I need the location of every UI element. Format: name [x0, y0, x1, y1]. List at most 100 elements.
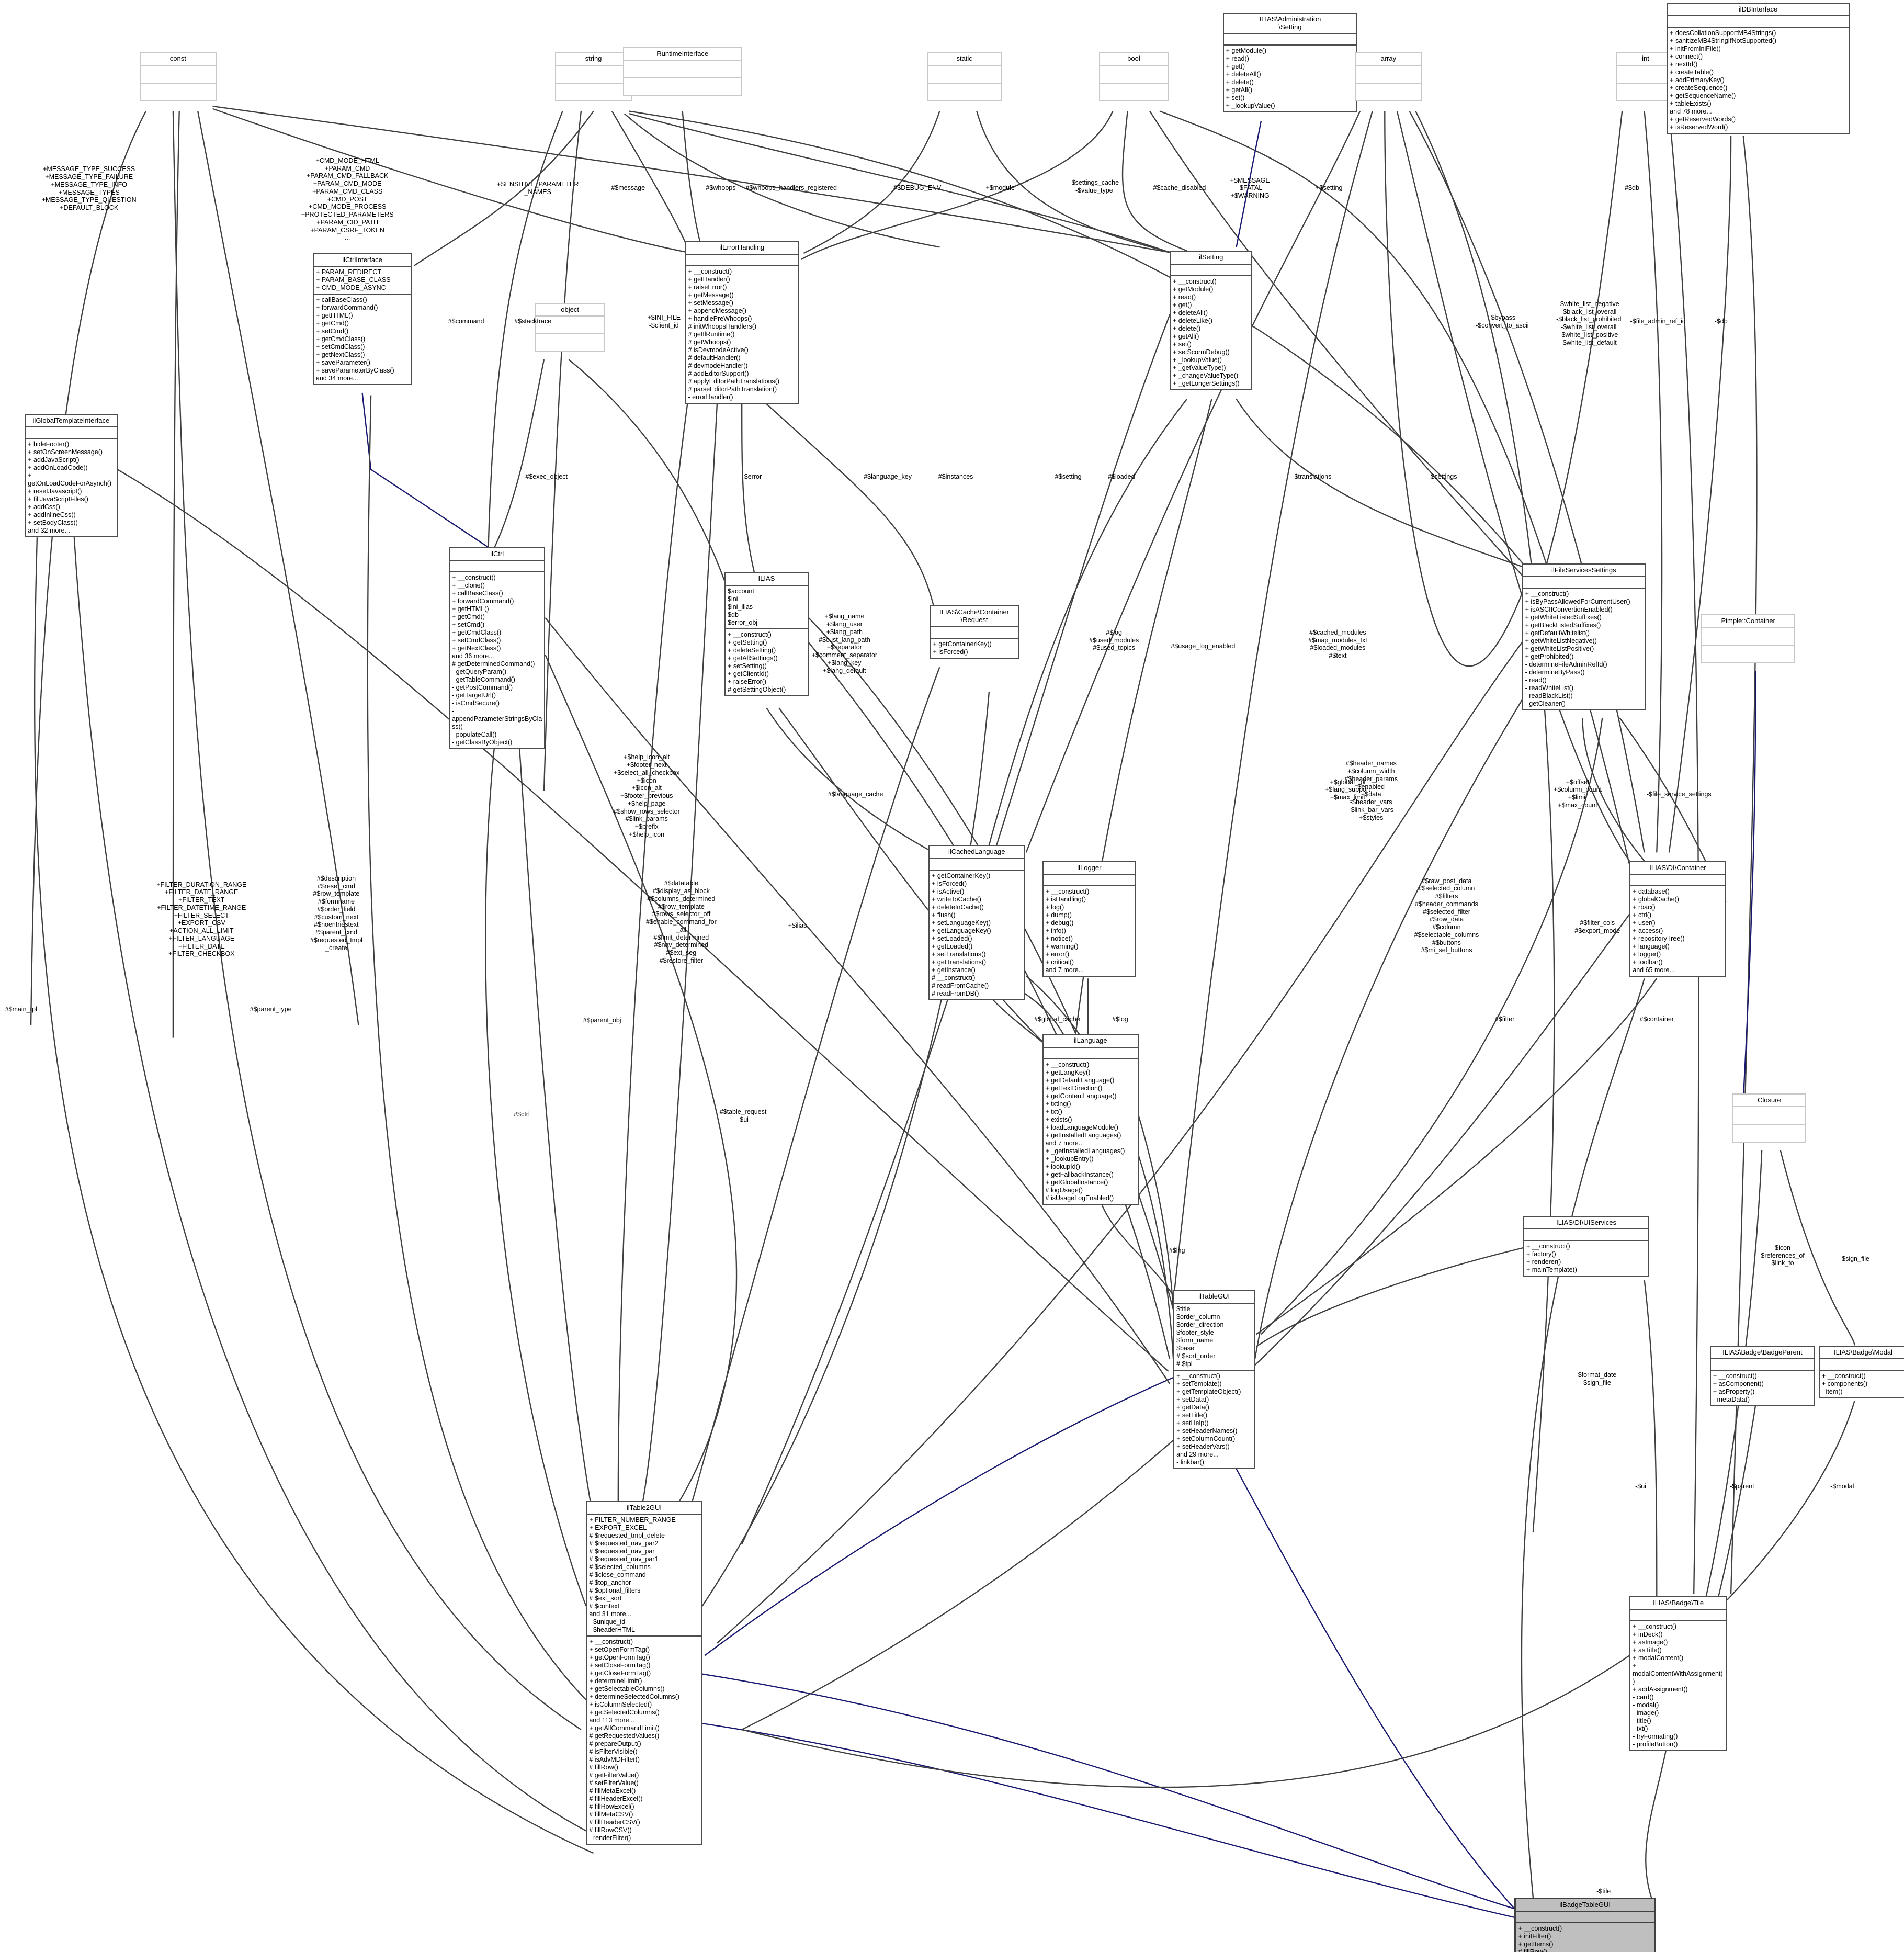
edge-label-lbl-language-cache: #$language_cache: [828, 791, 883, 798]
class-title: ilLanguage: [1043, 1035, 1138, 1048]
class-attributes: [1523, 577, 1645, 589]
class-node-int[interactable]: int: [1616, 52, 1675, 101]
class-node-ilglobaltemplateinterface[interactable]: ilGlobalTemplateInterface+ hideFooter()+…: [25, 414, 118, 538]
operation-line: + getCmdClass(): [316, 335, 366, 343]
class-operations: + __construct()+ getModule()+ read()+ ge…: [1171, 276, 1251, 389]
operation-line: - profileButton(): [1633, 1741, 1678, 1748]
operation-line: + txt(): [1045, 1108, 1062, 1115]
class-node-illanguage[interactable]: ilLanguage+ __construct()+ getLangKey()+…: [1042, 1034, 1139, 1205]
operation-line: + setSetting(): [728, 662, 767, 670]
operation-line: - getClassByObject(): [452, 739, 513, 747]
operation-line: - image(): [1633, 1709, 1659, 1717]
class-node-runtimeinterface[interactable]: RuntimeInterface: [623, 47, 742, 97]
edge-label-lbl-setting: +$setting: [1316, 184, 1343, 191]
class-node-bool[interactable]: bool: [1099, 52, 1169, 101]
class-node-ilias_cache_request[interactable]: ILIAS\Cache\Container\Request+ getContai…: [930, 605, 1019, 659]
edge-label-lbl-whoops: #$whoops: [706, 184, 736, 191]
operation-line: + getAllSettings(): [728, 654, 778, 662]
operation-line: and 65 more...: [1633, 966, 1675, 974]
class-node-ilias_badge_badgeparent[interactable]: ILIAS\Badge\BadgeParent + __construct()+ …: [1709, 1345, 1815, 1406]
operation-line: + critical(): [1045, 958, 1074, 966]
class-node-ilfileservicessettings[interactable]: ilFileServicesSettings+ __construct()+ i…: [1522, 563, 1646, 711]
edge-label-lbl-whitelist: -$white_list_negative -$black_list_overa…: [1556, 300, 1622, 346]
class-operations: + __construct()+ initFilter()+ getItems(…: [1516, 1923, 1653, 1952]
operation-line: + setTranslations(): [932, 950, 986, 958]
operation-line: + getReservedWords(): [1670, 116, 1736, 123]
class-node-ilias_di_container[interactable]: ILIAS\DI\Container+ database()+ globalCa…: [1629, 861, 1726, 977]
edge-label-lbl-whoops-handlers: #$whoops_handlers_registered: [745, 184, 837, 191]
operation-line: - getTargetUrl(): [452, 692, 496, 699]
operation-line: - isCmdSecure(): [452, 699, 500, 707]
class-node-ilias_badge_modal[interactable]: ILIAS\Badge\Modal+ __construct()+ compon…: [1818, 1345, 1904, 1398]
class-node-ilerrorhandling[interactable]: ilErrorHandling+ __construct()+ getHandl…: [685, 241, 799, 404]
class-node-ilias_badge_tile[interactable]: ILIAS\Badge\Tile+ __construct()+ inDeck(…: [1629, 1596, 1727, 1752]
class-operations: + __construct()+ setTemplate()+ getTempl…: [1174, 1371, 1254, 1468]
class-node-ilctrlinterface[interactable]: ilCtrlInterface+ PARAM_REDIRECT+ PARAM_B…: [313, 253, 412, 386]
attribute-line: $db: [728, 611, 739, 618]
class-node-ilbadgetablegui[interactable]: ilBadgeTableGUI + __construct()+ initFilt…: [1514, 1898, 1656, 1952]
edge-label-lbl-parent: -$parent: [1730, 1482, 1754, 1490]
operation-line: + globalCache(): [1633, 896, 1679, 904]
edge-label-lbl-filter-consts: +FILTER_DURATION_RANGE +FILTER_DATE_RANG…: [156, 881, 247, 958]
class-operations: + database()+ globalCache()+ rbac()+ ctr…: [1630, 886, 1725, 976]
class-title: ILIAS\Badge\BadgeParent: [1710, 1347, 1814, 1359]
class-node-object[interactable]: object: [535, 302, 605, 352]
operation-line: + getWhiteListedSuffixes(): [1525, 614, 1602, 622]
class-attributes: [1819, 1359, 1904, 1371]
operation-line: + getSetting(): [728, 638, 767, 646]
class-node-ilias[interactable]: ILIAS$account$ini$ini_ilias$db$error_obj…: [724, 572, 809, 696]
operation-line: - tryFormating(): [1633, 1733, 1678, 1741]
operation-line: + error(): [1045, 951, 1070, 958]
class-operations: + __construct()+ asComponent()+ asProper…: [1711, 1371, 1814, 1405]
operation-line: + getAllCommandLimit(): [589, 1724, 660, 1732]
class-node-iltablegui[interactable]: ilTableGUI$title$order_column$order_dire…: [1173, 1290, 1255, 1469]
class-operations: + __construct()+ isHandling()+ log()+ du…: [1044, 886, 1136, 976]
edge-label-lbl-ini-file: +$INI_FILE -$client_id: [647, 313, 681, 329]
operation-line: + setLanguageKey(): [932, 919, 991, 927]
class-node-string[interactable]: string: [555, 52, 632, 101]
class-attributes: [624, 61, 741, 79]
operation-line: - getQueryParam(): [452, 668, 507, 676]
class-node-ildbinterface[interactable]: ilDBInterface+ doesCollationSupportMB4St…: [1667, 2, 1850, 134]
class-attributes: [1702, 628, 1794, 646]
attribute-line: $account: [728, 587, 754, 595]
operation-line: + getGlobalInstance(): [1045, 1178, 1108, 1186]
class-node-illogger[interactable]: ilLogger+ __construct()+ isHandling()+ l…: [1042, 861, 1137, 977]
class-attributes: [450, 561, 545, 573]
operation-line: + getTextDirection(): [1045, 1084, 1103, 1092]
operation-line: + flush(): [932, 911, 956, 919]
class-title: ilCtrl: [450, 548, 545, 561]
operation-line: + getItems(): [1518, 1940, 1554, 1948]
class-title: static: [928, 53, 1001, 66]
class-node-closure[interactable]: Closure: [1732, 1093, 1807, 1143]
operation-line: + getInstance(): [932, 966, 976, 974]
edge-label-lbl-setting2: #$setting: [1055, 473, 1082, 481]
class-node-ilcachedlanguage[interactable]: ilCachedLanguage+ getContainerKey()+ isF…: [928, 845, 1025, 1000]
operation-line: + createSequence(): [1670, 84, 1728, 92]
edge-label-lbl-ctrl: #$ctrl: [514, 1110, 530, 1118]
class-operations: + __construct()+ setOpenFormTag()+ getOp…: [587, 1637, 701, 1844]
class-node-array[interactable]: array: [1355, 52, 1422, 101]
class-node-const[interactable]: const: [140, 52, 217, 101]
class-node-ilctrl[interactable]: ilCtrl+ __construct()+ __clone()+ callBa…: [449, 547, 546, 750]
class-operations: + __construct()+ inDeck()+ asImage()+ as…: [1630, 1621, 1726, 1750]
edge-label-lbl-global-tpl: +$global_tpl +$lang_support +$max_limit: [1325, 778, 1370, 802]
edge-label-lbl-icon-refs: -$icon -$references_of -$link_to: [1759, 1244, 1805, 1267]
operation-line: + modalContentWithAssignment(): [1633, 1662, 1723, 1686]
class-attributes: [928, 66, 1001, 84]
operation-line: + setData(): [1176, 1395, 1209, 1403]
class-node-ilias_di_uiservices[interactable]: ILIAS\DI\UIServices+ __construct()+ fact…: [1523, 1215, 1650, 1277]
edge-label-lbl-offset: +$offset +$column_count +$limit +$max_co…: [1553, 778, 1602, 809]
attribute-line: # $ext_sort: [589, 1595, 622, 1603]
class-node-ilias_admin_setting[interactable]: ILIAS\Administration\Setting+ getModule(…: [1222, 12, 1358, 113]
class-title: ilBadgeTableGUI: [1516, 1899, 1654, 1912]
class-node-pimple_container[interactable]: Pimple::Container: [1701, 614, 1795, 663]
operation-line: and 113 more...: [589, 1717, 634, 1724]
operation-line: + logger(): [1633, 951, 1661, 958]
class-node-static[interactable]: static: [927, 52, 1002, 101]
class-node-ilsetting[interactable]: ilSetting+ __construct()+ getModule()+ r…: [1170, 251, 1253, 390]
class-attributes: [1617, 66, 1674, 84]
class-node-iltable2gui[interactable]: ilTable2GUI+ FILTER_NUMBER_RANGE+ EXPORT…: [586, 1501, 702, 1845]
operation-line: + deleteLike(): [1173, 317, 1213, 324]
class-operations: [141, 84, 216, 100]
